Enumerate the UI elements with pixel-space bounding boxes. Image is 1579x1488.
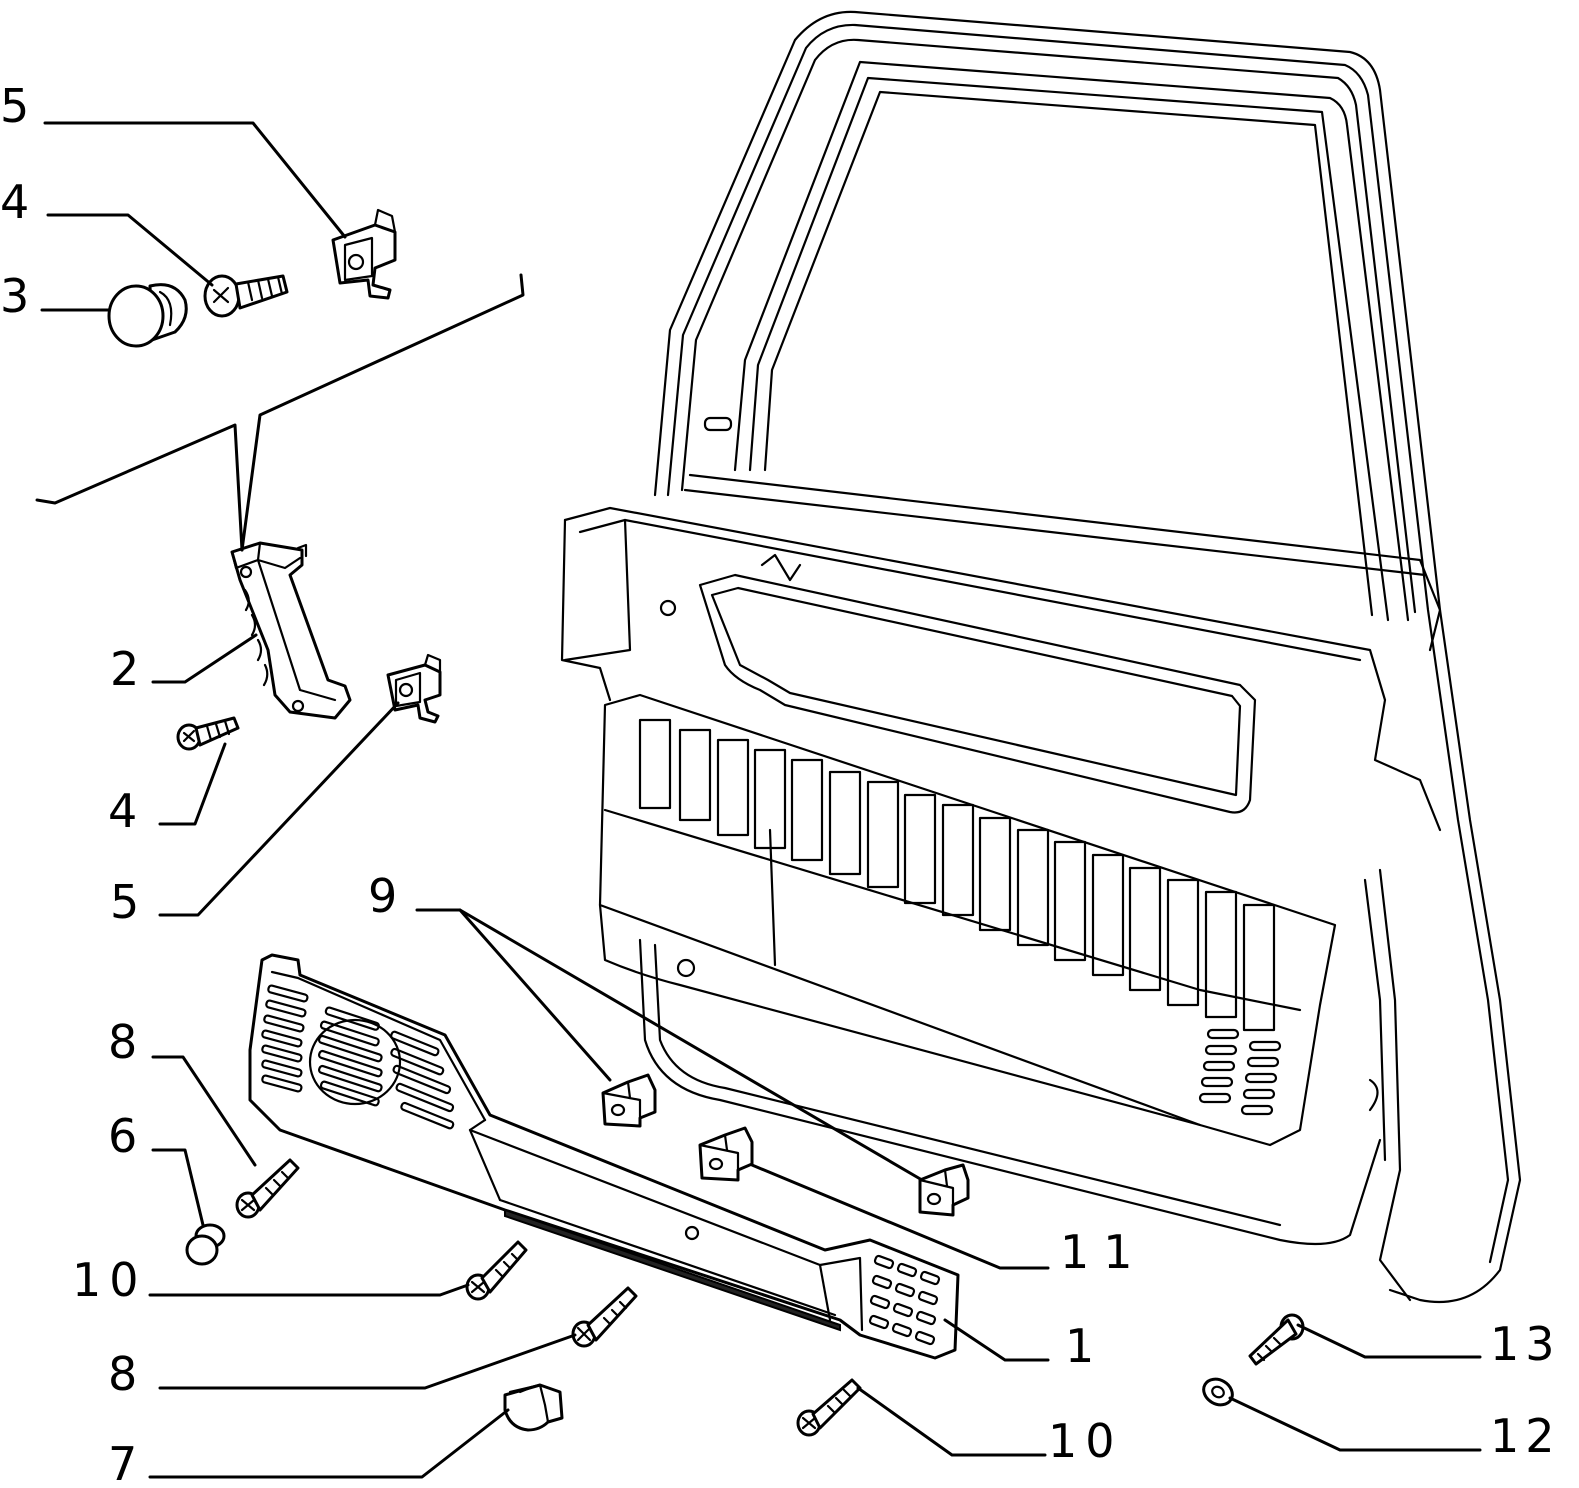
part-1-lower-trim-panel — [248, 953, 960, 1360]
part-8-screw-upper — [235, 1158, 300, 1219]
part-9-clip-right — [918, 1163, 970, 1217]
part-10-screw-right — [796, 1378, 862, 1437]
label-6: 6 — [108, 1109, 137, 1163]
part-5-clip-middle — [386, 653, 442, 724]
label-10-right: 10 — [1048, 1414, 1123, 1468]
label-12: 12 — [1490, 1409, 1561, 1463]
part-13-screw — [1248, 1313, 1305, 1366]
label-8-upper: 8 — [108, 1015, 137, 1069]
label-11: 11 — [1060, 1225, 1147, 1279]
label-1: 1 — [1065, 1319, 1094, 1373]
part-2-bracket — [230, 541, 352, 720]
part-4-screw-top — [203, 274, 289, 318]
part-12-washer — [1202, 1377, 1234, 1407]
part-10-screw-left — [465, 1240, 528, 1301]
label-5-middle: 5 — [110, 875, 139, 929]
label-10-left: 10 — [72, 1253, 147, 1307]
part-4-screw-middle — [176, 716, 240, 751]
label-9: 9 — [368, 869, 397, 923]
part-3-plug-cap — [107, 283, 188, 348]
part-8-screw-lower — [571, 1286, 638, 1348]
label-7: 7 — [108, 1437, 137, 1488]
part-5-clip-top — [331, 208, 397, 300]
label-2: 2 — [110, 642, 139, 696]
part-9-clip-left — [601, 1073, 657, 1128]
label-4-top: 4 — [0, 175, 29, 229]
label-3: 3 — [0, 269, 29, 323]
part-11-clip — [698, 1126, 754, 1182]
part-6-plug — [185, 1223, 226, 1266]
leader-lines — [40, 121, 1482, 1479]
callout-labels: 5 4 3 2 4 5 9 8 6 10 8 7 11 1 13 12 10 — [0, 79, 1561, 1488]
label-5-top: 5 — [0, 79, 29, 133]
label-4-middle: 4 — [108, 784, 137, 838]
trim-outline-lines — [35, 273, 525, 552]
label-8-lower: 8 — [108, 1347, 137, 1401]
door-frame — [560, 10, 1522, 1304]
label-13: 13 — [1490, 1317, 1561, 1371]
part-7-cap — [503, 1383, 564, 1432]
